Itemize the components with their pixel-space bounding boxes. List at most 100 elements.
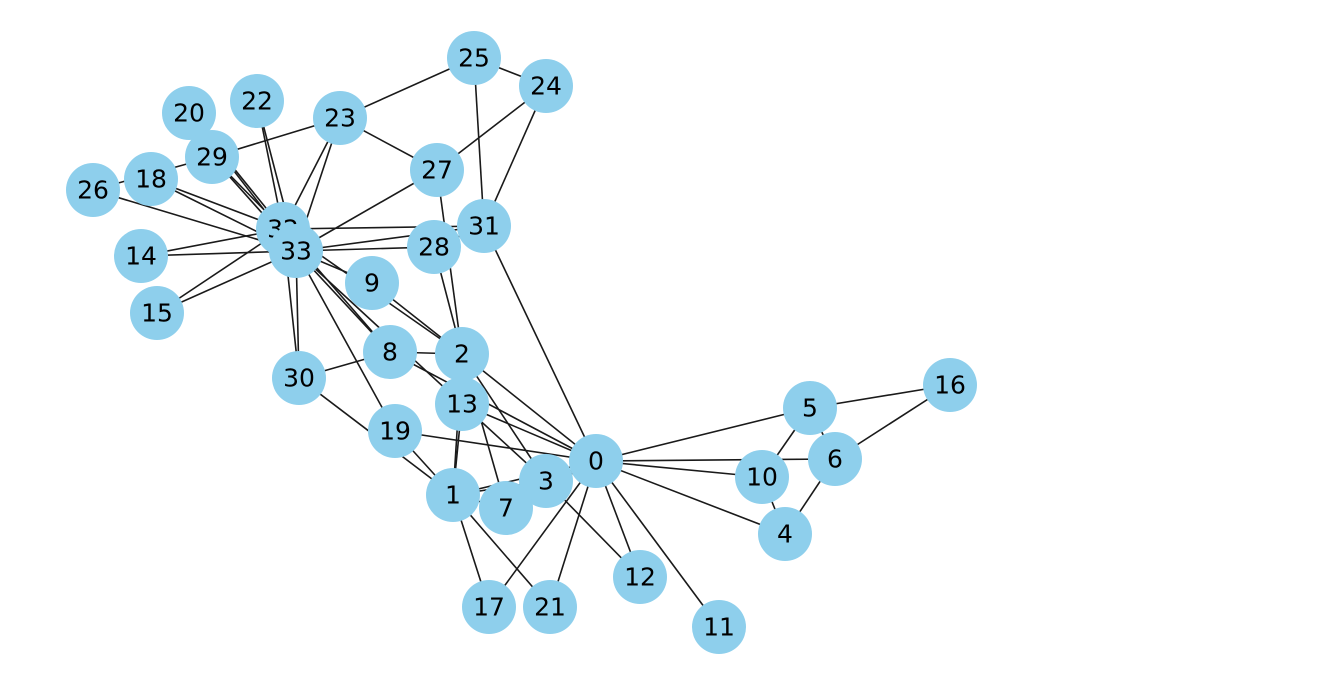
node-33: 33: [269, 224, 323, 278]
node-label: 25: [458, 44, 490, 73]
node-26: 26: [66, 163, 120, 217]
node-circle: [313, 91, 367, 145]
edge-0-31: [483, 225, 597, 462]
node-circle: [66, 163, 120, 217]
edge-19-33: [295, 250, 396, 432]
edge-0-5: [595, 407, 811, 462]
edge-0-10: [595, 460, 763, 478]
node-circle: [426, 468, 480, 522]
node-circle: [230, 74, 284, 128]
node-label: 0: [588, 447, 604, 476]
node-label: 22: [241, 87, 273, 116]
node-label: 1: [445, 481, 461, 510]
node-2: 2: [435, 327, 489, 381]
node-10: 10: [735, 450, 789, 504]
node-label: 13: [446, 390, 478, 419]
node-circle: [692, 600, 746, 654]
node-circle: [758, 507, 812, 561]
node-label: 12: [624, 563, 656, 592]
node-9: 9: [345, 256, 399, 310]
node-label: 10: [746, 463, 778, 492]
node-circle: [447, 31, 501, 85]
node-label: 9: [364, 269, 380, 298]
node-circle: [272, 351, 326, 405]
node-25: 25: [447, 31, 501, 85]
node-17: 17: [462, 580, 516, 634]
node-4: 4: [758, 507, 812, 561]
edge-0-4: [595, 460, 786, 535]
node-21: 21: [523, 580, 577, 634]
node-circle: [519, 59, 573, 113]
node-circle: [435, 377, 489, 431]
node-11: 11: [692, 600, 746, 654]
node-13: 13: [435, 377, 489, 431]
node-circle: [363, 325, 417, 379]
node-label: 4: [777, 520, 793, 549]
node-24: 24: [519, 59, 573, 113]
node-circle: [783, 381, 837, 435]
node-circle: [457, 199, 511, 253]
node-14: 14: [114, 229, 168, 283]
node-circle: [410, 143, 464, 197]
node-label: 21: [534, 593, 566, 622]
node-12: 12: [613, 550, 667, 604]
node-circle: [523, 580, 577, 634]
node-27: 27: [410, 143, 464, 197]
node-5: 5: [783, 381, 837, 435]
node-circle: [435, 327, 489, 381]
node-label: 23: [324, 104, 356, 133]
node-20: 20: [162, 86, 216, 140]
node-7: 7: [479, 481, 533, 535]
node-label: 6: [827, 445, 843, 474]
edge-0-19: [394, 430, 597, 462]
node-label: 29: [196, 143, 228, 172]
node-label: 27: [421, 156, 453, 185]
node-circle: [407, 220, 461, 274]
node-circle: [735, 450, 789, 504]
node-label: 5: [802, 394, 818, 423]
node-label: 15: [141, 299, 173, 328]
node-label: 16: [934, 371, 966, 400]
node-circle: [462, 580, 516, 634]
node-circle: [269, 224, 323, 278]
node-label: 28: [418, 233, 450, 262]
node-18: 18: [124, 152, 178, 206]
node-label: 24: [530, 72, 562, 101]
node-30: 30: [272, 351, 326, 405]
node-1: 1: [426, 468, 480, 522]
node-label: 31: [468, 212, 500, 241]
node-6: 6: [808, 432, 862, 486]
node-circle: [124, 152, 178, 206]
node-circle: [185, 130, 239, 184]
node-circle: [479, 481, 533, 535]
node-circle: [130, 286, 184, 340]
node-circle: [162, 86, 216, 140]
edge-0-2: [461, 353, 597, 462]
node-23: 23: [313, 91, 367, 145]
node-circle: [923, 358, 977, 412]
node-label: 3: [538, 467, 554, 496]
node-3: 3: [519, 454, 573, 508]
node-circle: [368, 404, 422, 458]
nodes-layer: 0123456789101112131415161718192021222324…: [66, 31, 977, 654]
node-29: 29: [185, 130, 239, 184]
node-label: 14: [125, 242, 157, 271]
node-label: 18: [135, 165, 167, 194]
edge-0-17: [488, 460, 597, 608]
node-label: 19: [379, 417, 411, 446]
node-label: 11: [703, 613, 735, 642]
node-circle: [114, 229, 168, 283]
node-label: 7: [498, 494, 514, 523]
node-label: 26: [77, 176, 109, 205]
node-label: 17: [473, 593, 505, 622]
node-19: 19: [368, 404, 422, 458]
node-22: 22: [230, 74, 284, 128]
node-label: 2: [454, 340, 470, 369]
edge-25-31: [473, 57, 485, 227]
node-label: 8: [382, 338, 398, 367]
node-circle: [519, 454, 573, 508]
edge-27-33: [295, 169, 438, 252]
node-label: 30: [283, 364, 315, 393]
node-8: 8: [363, 325, 417, 379]
